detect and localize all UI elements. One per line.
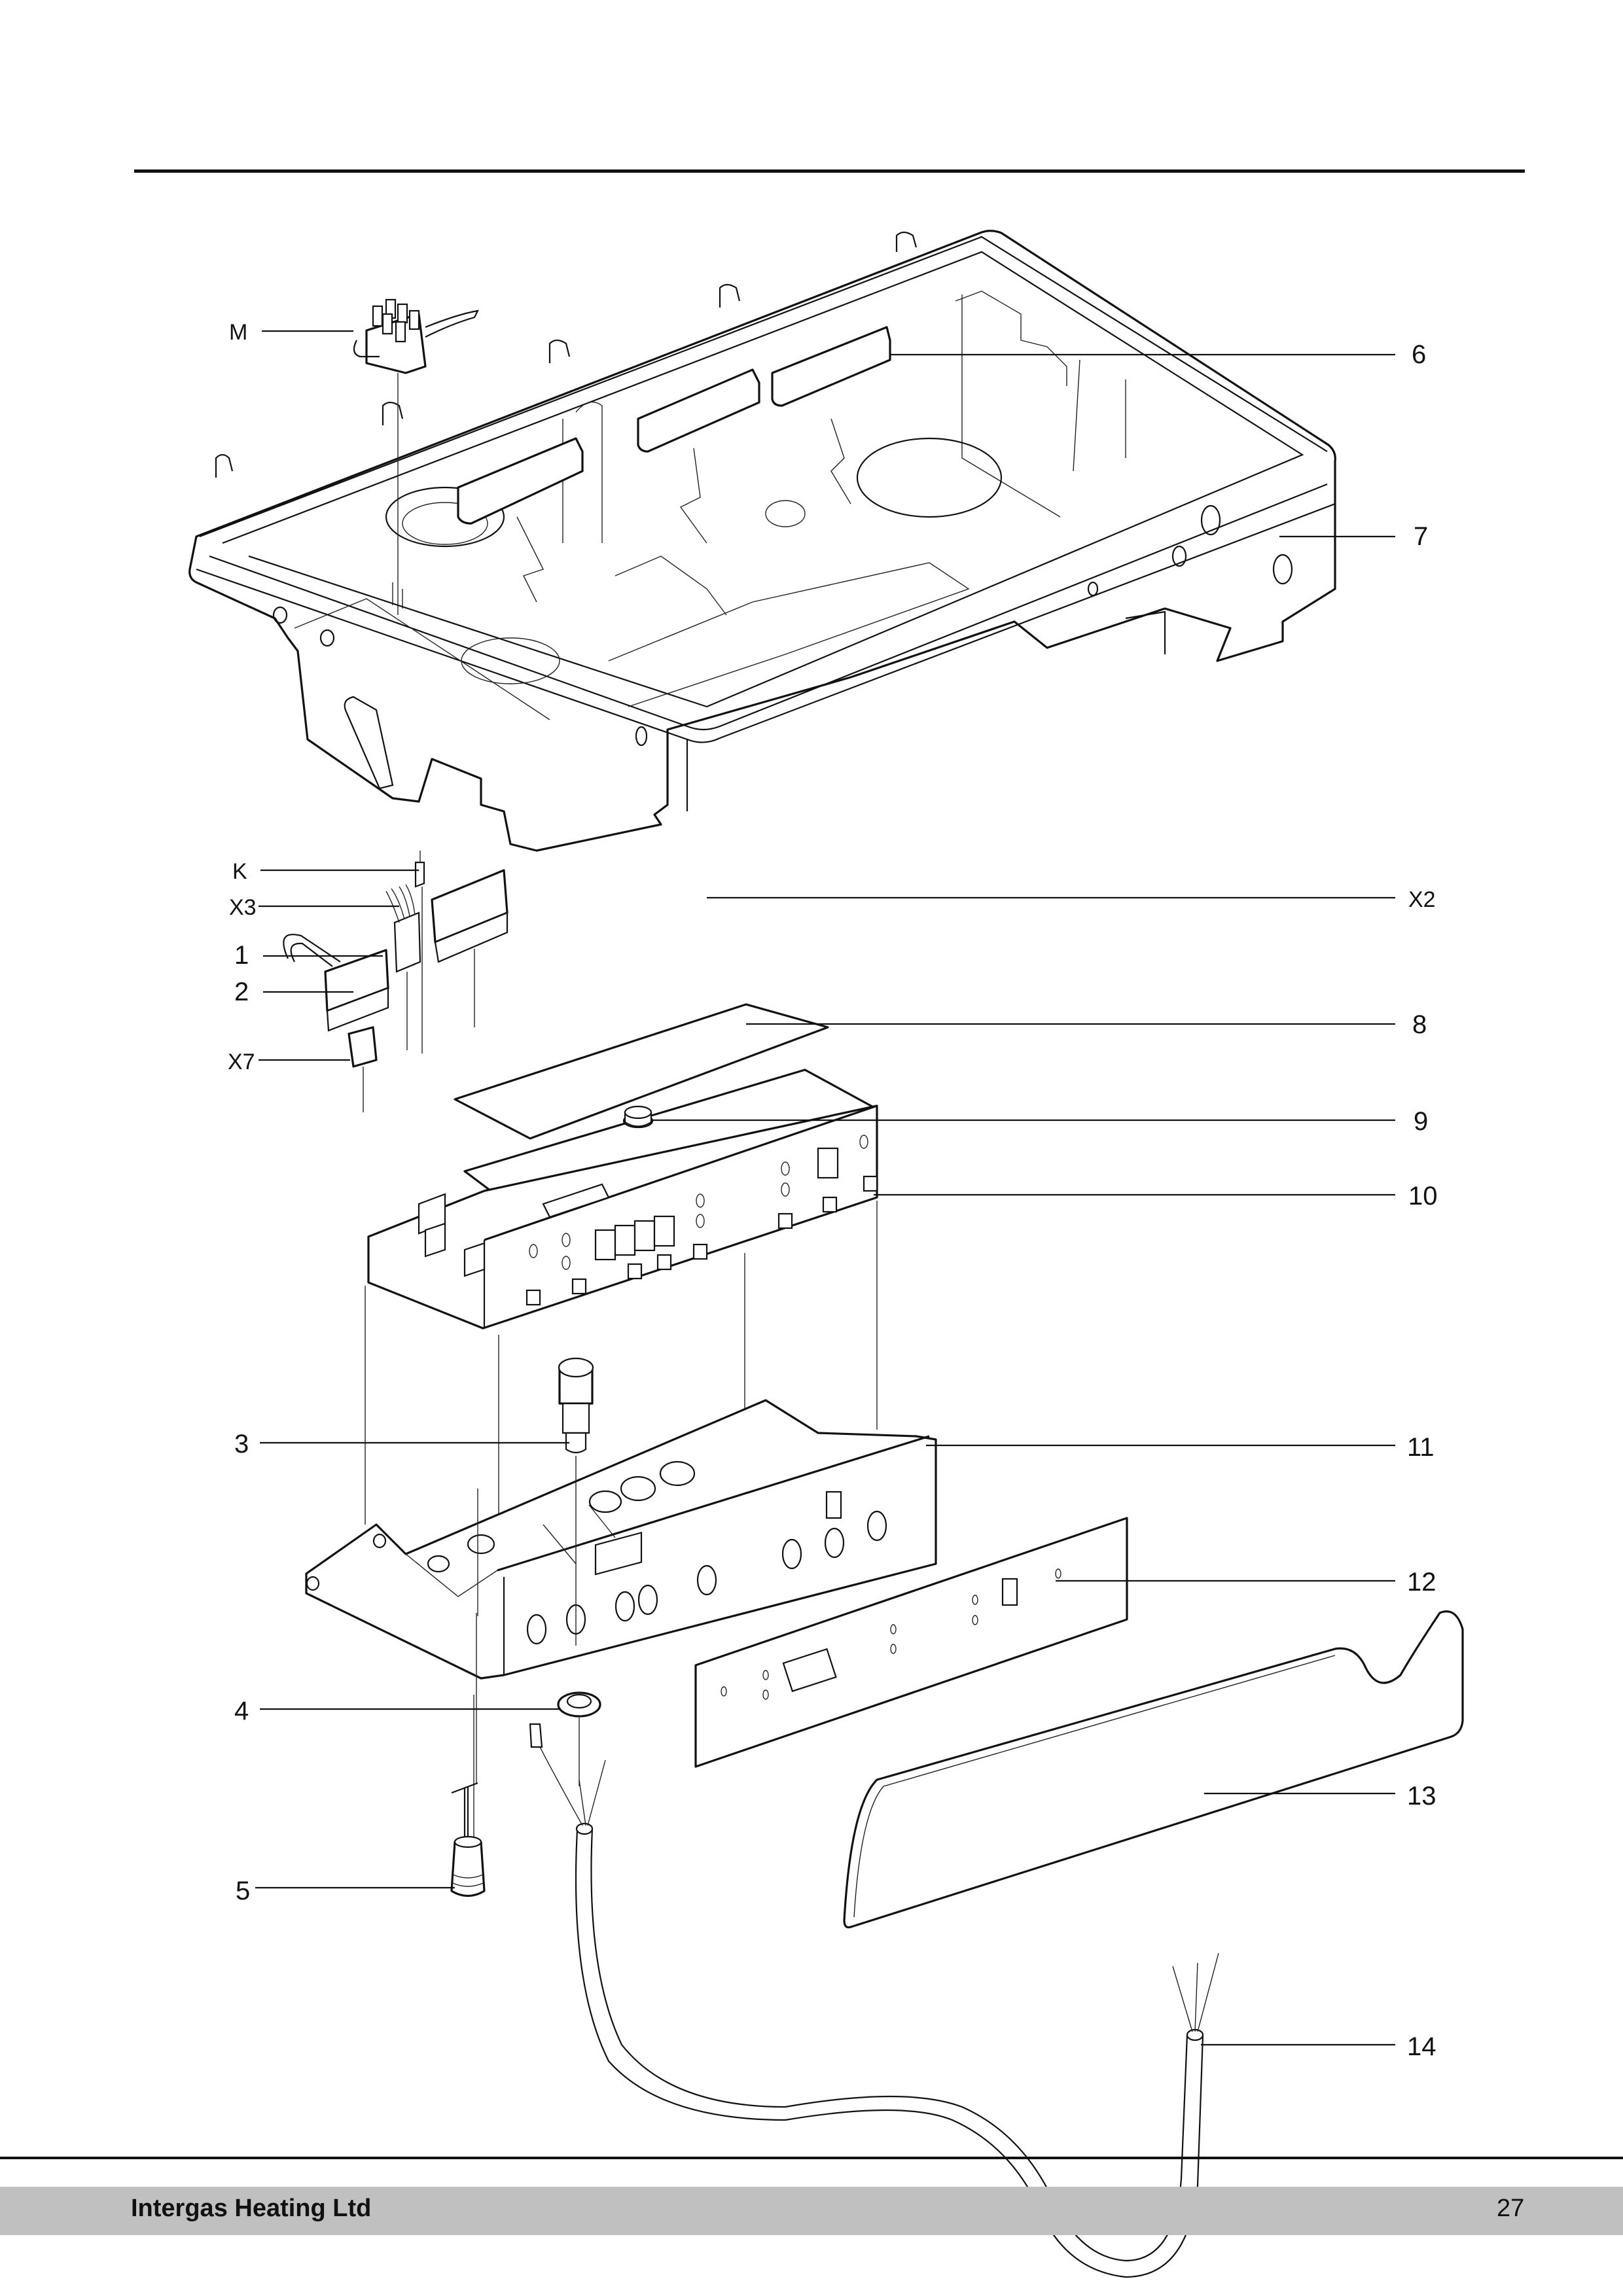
connectors-drawing xyxy=(283,851,508,1112)
callout-label-x2: X2 xyxy=(1408,887,1436,912)
footer-company-name: Intergas Heating Ltd xyxy=(131,2195,372,2222)
front-label-panel-drawing xyxy=(694,1517,1128,1768)
callout-label-11: 11 xyxy=(1407,1433,1435,1462)
clips-drawing xyxy=(457,326,891,603)
terminal-block-drawing xyxy=(353,298,479,615)
mains-cable-drawing xyxy=(529,1723,1219,2278)
callout-label-9: 9 xyxy=(1414,1107,1429,1136)
callout-label-6: 6 xyxy=(1412,340,1427,369)
callout-label-12: 12 xyxy=(1407,1568,1436,1597)
pressure-sensor-drawing xyxy=(450,1613,486,1898)
footer-page-number: 27 xyxy=(1497,2195,1525,2222)
callout-label-5: 5 xyxy=(236,1877,251,1905)
callout-label-14: 14 xyxy=(1407,2032,1436,2061)
callout-label-3: 3 xyxy=(234,1430,249,1458)
leader-lines xyxy=(255,330,1395,2046)
pcb-drawing xyxy=(365,1003,878,1525)
footer-band xyxy=(0,2187,1623,2235)
callout-label-7: 7 xyxy=(1414,522,1429,551)
callout-label-2: 2 xyxy=(234,978,249,1006)
header-rule xyxy=(134,169,1525,173)
control-box-frame-drawing xyxy=(305,1357,937,1839)
callout-label-k: K xyxy=(232,859,247,884)
callout-label-4: 4 xyxy=(234,1697,249,1725)
callout-label-1: 1 xyxy=(234,941,249,970)
callout-label-13: 13 xyxy=(1407,1782,1436,1810)
footer-rule xyxy=(0,2157,1623,2159)
callout-label-x7: X7 xyxy=(228,1050,255,1074)
front-cover-drawing xyxy=(843,1610,1464,1929)
callout-label-x3: X3 xyxy=(229,895,257,920)
casing-tray-drawing xyxy=(188,230,1336,852)
callout-label-10: 10 xyxy=(1408,1182,1438,1210)
callout-label-8: 8 xyxy=(1412,1010,1427,1039)
callout-label-m: M xyxy=(229,320,248,345)
